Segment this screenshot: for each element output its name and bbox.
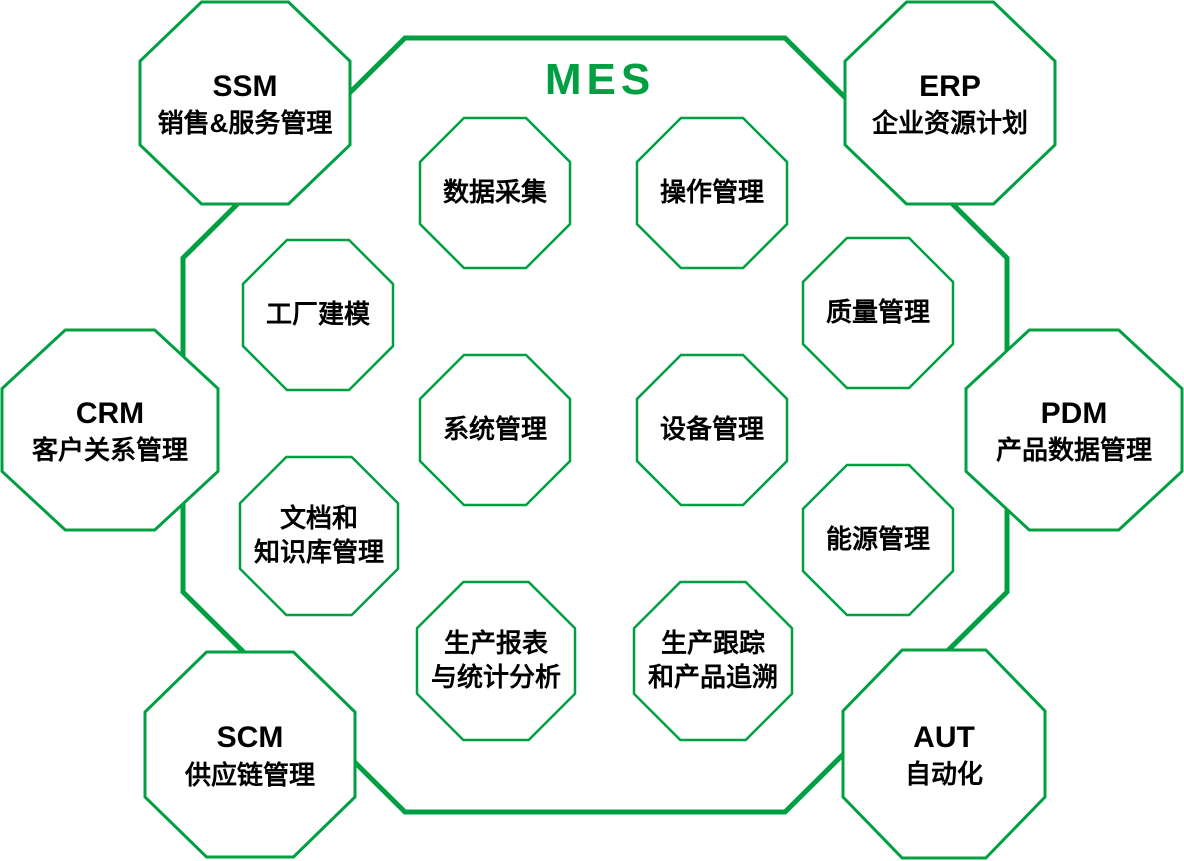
octagon-shape-icon — [637, 355, 787, 505]
node-doc-knowledge-management: 文档和 知识库管理 — [240, 457, 398, 615]
node-subtitle: 供应链管理 — [184, 759, 315, 790]
octagon-shape-icon — [145, 652, 355, 857]
node-equipment-management: 设备管理 — [637, 355, 787, 505]
octagon-shape-icon — [803, 238, 953, 388]
node-subtitle: 销售&服务管理 — [157, 108, 333, 138]
octagon-shape-icon — [2, 330, 218, 530]
node-ssm: SSM 销售&服务管理 — [140, 2, 350, 204]
octagon-shape-icon — [843, 650, 1045, 858]
node-subtitle: 产品数据管理 — [995, 435, 1152, 465]
octagon-shape-icon — [417, 582, 575, 740]
node-label: 设备管理 — [659, 414, 764, 445]
node-acronym: SSM — [212, 69, 278, 103]
node-label: 生产跟踪 和产品追溯 — [647, 628, 778, 692]
octagon-shape-icon — [637, 118, 787, 268]
node-acronym: PDM — [1040, 396, 1108, 430]
node-label: 工厂建模 — [265, 299, 370, 330]
octagon-shape-icon — [845, 2, 1055, 204]
node-subtitle: 企业资源计划 — [871, 108, 1028, 138]
node-energy-management: 能源管理 — [803, 465, 953, 615]
node-production-tracking: 生产跟踪 和产品追溯 — [634, 582, 792, 740]
octagon-shape-icon — [966, 330, 1182, 530]
node-scm: SCM 供应链管理 — [145, 652, 355, 857]
node-data-collection: 数据采集 — [420, 118, 570, 268]
node-label: 操作管理 — [659, 177, 764, 208]
node-acronym: ERP — [919, 69, 981, 103]
octagon-shape-icon — [240, 457, 398, 615]
node-production-report: 生产报表 与统计分析 — [417, 582, 575, 740]
node-label: 数据采集 — [442, 177, 547, 208]
node-aut: AUT 自动化 — [843, 650, 1045, 858]
node-acronym: SCM — [216, 721, 284, 754]
node-subtitle: 自动化 — [904, 759, 983, 789]
octagon-shape-icon — [803, 465, 953, 615]
node-operation-management: 操作管理 — [637, 118, 787, 268]
node-label: 生产报表 与统计分析 — [430, 628, 561, 692]
octagon-shape-icon — [634, 582, 792, 740]
octagon-shape-icon — [420, 118, 570, 268]
octagon-shape-icon — [420, 355, 570, 505]
mes-title: MES — [544, 55, 656, 104]
node-system-management: 系统管理 — [420, 355, 570, 505]
node-quality-management: 质量管理 — [803, 238, 953, 388]
node-erp: ERP 企业资源计划 — [845, 2, 1055, 204]
node-acronym: AUT — [913, 720, 975, 754]
node-label: 能源管理 — [825, 524, 930, 555]
node-acronym: CRM — [75, 396, 145, 430]
node-plant-modeling: 工厂建模 — [243, 240, 393, 390]
node-subtitle: 客户关系管理 — [31, 435, 188, 465]
octagon-shape-icon — [243, 240, 393, 390]
node-label: 系统管理 — [442, 414, 547, 445]
node-label: 质量管理 — [825, 297, 930, 328]
node-label: 文档和 知识库管理 — [253, 503, 384, 567]
node-pdm: PDM 产品数据管理 — [966, 330, 1182, 530]
node-crm: CRM 客户关系管理 — [2, 330, 218, 530]
octagon-shape-icon — [140, 2, 350, 204]
